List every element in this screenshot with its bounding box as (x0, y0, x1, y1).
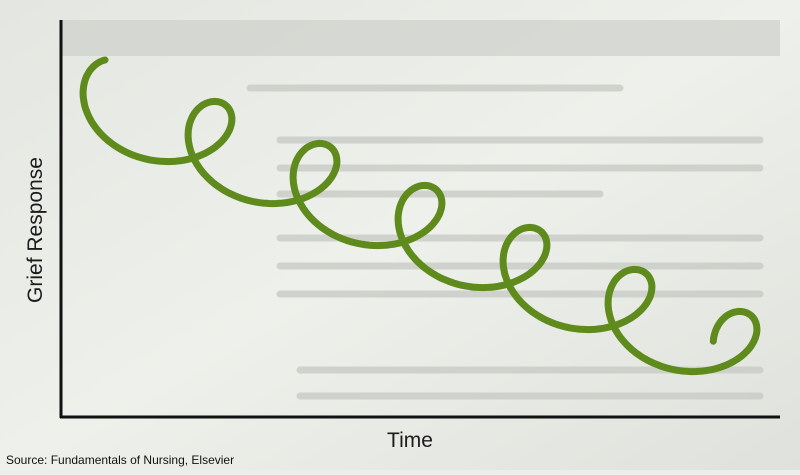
x-axis-label: Time (387, 429, 433, 452)
y-axis-label: Grief Response (24, 157, 47, 303)
grief-spiral-curve (79, 56, 761, 376)
source-caption: Source: Fundamentals of Nursing, Elsevie… (6, 453, 235, 467)
